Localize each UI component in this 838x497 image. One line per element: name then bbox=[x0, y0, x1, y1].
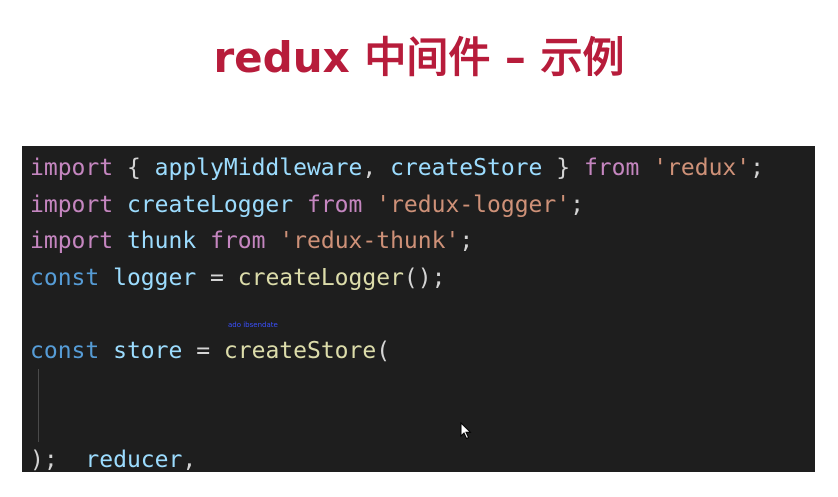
code-punctuation bbox=[113, 192, 127, 218]
slide-title: redux 中间件 – 示例 bbox=[213, 33, 625, 82]
code-keyword: from bbox=[583, 155, 640, 181]
code-keyword: import bbox=[30, 191, 114, 218]
code-punctuation: = bbox=[182, 337, 224, 364]
tiny-overlay-text: ado ibsendate bbox=[228, 321, 278, 329]
code-identifier: createStore bbox=[390, 155, 543, 181]
code-punctuation: ( bbox=[376, 337, 391, 364]
code-identifier: createLogger bbox=[126, 191, 294, 218]
indent-guide bbox=[38, 369, 39, 406]
code-punctuation: ; bbox=[459, 228, 474, 254]
code-line-5 bbox=[30, 296, 815, 333]
code-line-2: import createLogger from 'redux-logger'; bbox=[30, 187, 815, 224]
code-punctuation: ; bbox=[570, 191, 584, 218]
code-declaration: const bbox=[30, 337, 100, 364]
code-string: 'redux' bbox=[653, 155, 751, 181]
code-punctuation: ); bbox=[30, 447, 58, 472]
code-punctuation: } bbox=[542, 155, 584, 181]
code-punctuation bbox=[639, 155, 653, 181]
code-punctuation bbox=[99, 338, 113, 364]
code-line-3: import thunk from 'redux-thunk'; bbox=[30, 223, 815, 260]
code-identifier: reducer bbox=[85, 447, 183, 472]
code-punctuation: (); bbox=[403, 264, 446, 291]
code-string: 'redux-logger' bbox=[376, 191, 571, 218]
code-line-8: applyMiddleware(thunk, logger) // 会按顺序执行 bbox=[30, 405, 815, 442]
code-line-1: import { applyMiddleware, createStore } … bbox=[30, 150, 815, 187]
mouse-pointer-icon bbox=[460, 422, 472, 440]
code-identifier: thunk bbox=[126, 228, 197, 254]
code-identifier: store bbox=[113, 337, 183, 364]
code-keyword: from bbox=[210, 228, 266, 254]
indent-guide bbox=[38, 405, 39, 442]
code-identifier: applyMiddleware bbox=[154, 155, 363, 181]
code-punctuation: ; bbox=[750, 155, 764, 181]
code-punctuation: , bbox=[182, 447, 197, 472]
code-punctuation bbox=[293, 192, 307, 218]
code-string: 'redux-thunk' bbox=[279, 228, 460, 254]
code-punctuation bbox=[99, 265, 113, 291]
code-identifier: logger bbox=[113, 264, 197, 291]
code-line-7: reducer, bbox=[30, 369, 815, 472]
code-punctuation: , bbox=[362, 155, 391, 181]
code-editor-panel: import { applyMiddleware, createStore } … bbox=[22, 146, 815, 472]
code-keyword: from bbox=[306, 191, 363, 218]
code-keyword: import bbox=[30, 155, 114, 181]
code-punctuation: = bbox=[196, 264, 238, 291]
code-keyword: import bbox=[30, 228, 114, 254]
code-line-6: const store = createStore( bbox=[30, 333, 815, 370]
code-punctuation bbox=[196, 228, 210, 254]
code-punctuation bbox=[265, 228, 279, 254]
code-punctuation: { bbox=[113, 155, 155, 181]
code-punctuation bbox=[362, 192, 376, 218]
code-function: createStore bbox=[223, 337, 377, 364]
code-declaration: const bbox=[30, 264, 100, 291]
code-punctuation bbox=[113, 228, 127, 254]
code-line-4: const logger = createLogger(); bbox=[30, 260, 815, 297]
code-line-9: ); bbox=[30, 442, 815, 472]
code-function: createLogger bbox=[237, 264, 404, 291]
